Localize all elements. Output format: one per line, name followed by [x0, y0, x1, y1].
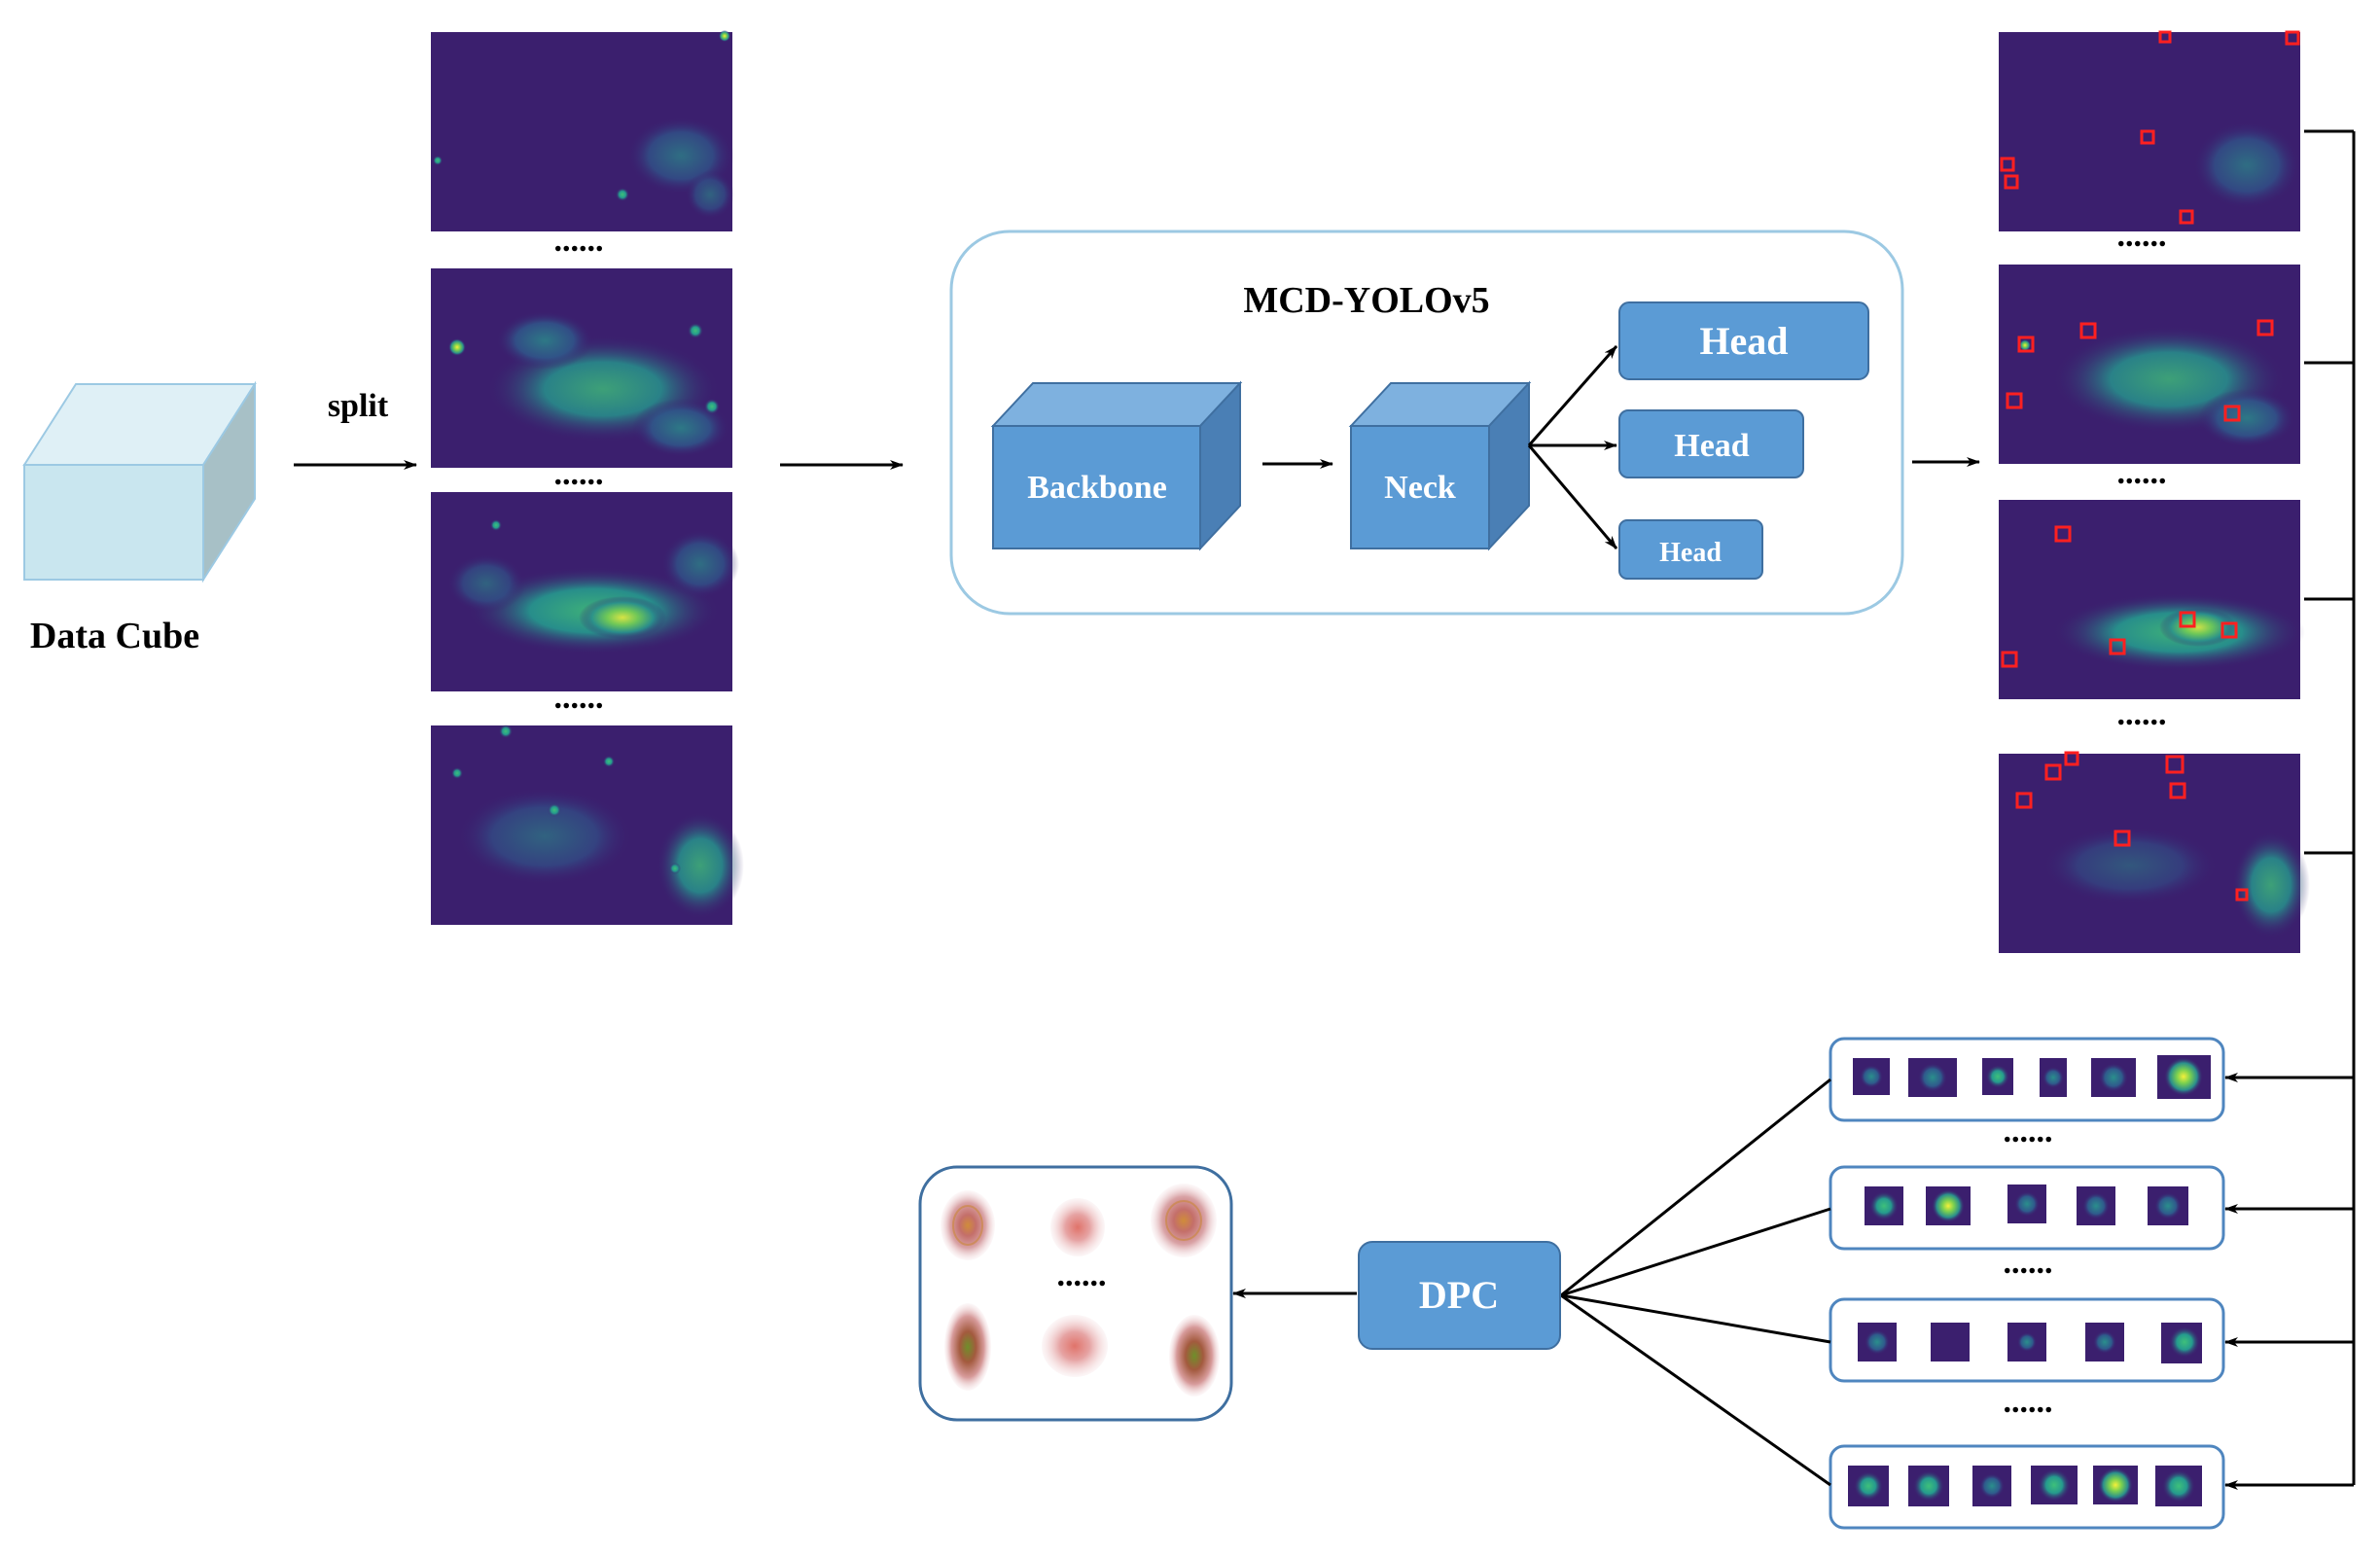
ellipsis-6: ......: [2117, 696, 2167, 732]
clump-row-1: [1829, 1037, 2225, 1122]
head-small-label: Head: [1659, 538, 1722, 568]
head-medium-label: Head: [1674, 428, 1750, 464]
ellipsis-10: ......: [1057, 1257, 1107, 1293]
ellipsis-3: ......: [554, 680, 604, 716]
dpc-block: [1358, 1241, 1561, 1350]
ellipsis-2: ......: [554, 456, 604, 492]
neck-to-head-small-arrow: [1527, 444, 1618, 549]
head-small-block: [1618, 519, 1763, 580]
ellipsis-7: ......: [2004, 1114, 2053, 1149]
neck-to-head-large-arrow: [1527, 345, 1618, 446]
ellipsis-5: ......: [2117, 455, 2167, 491]
detection-map-1: [1999, 30, 2300, 231]
backbone-block: [990, 380, 1243, 551]
detection-map-4: [1999, 751, 2310, 953]
dpc-label: DPC: [1419, 1273, 1499, 1317]
head-large-block: [1618, 301, 1869, 380]
3d-clump-contour-icon: [941, 1184, 1220, 1397]
backbone-label: Backbone: [1027, 470, 1167, 506]
head-medium-block: [1618, 409, 1804, 478]
clump-row-2: [1829, 1165, 2225, 1251]
model-title: MCD-YOLOv5: [1243, 280, 1489, 321]
detection-map-3: [1999, 500, 2305, 699]
ellipsis-1: ......: [554, 223, 604, 259]
slice-map-4: [431, 725, 744, 925]
neck-block: [1348, 380, 1532, 551]
data-cube-icon: [22, 380, 257, 584]
slice-map-2: [431, 268, 732, 468]
ellipsis-4: ......: [2117, 218, 2167, 254]
ellipsis-9: ......: [2004, 1384, 2053, 1420]
clump-row-3: [1829, 1297, 2225, 1383]
ellipsis-8: ......: [2004, 1245, 2053, 1281]
slice-map-1: [431, 30, 734, 231]
clump-row-4: [1829, 1444, 2225, 1530]
detection-map-2: [1999, 265, 2300, 464]
neck-label: Neck: [1384, 470, 1456, 506]
head-large-label: Head: [1699, 319, 1788, 363]
split-label: split: [328, 388, 389, 424]
data-cube-label: Data Cube: [30, 616, 199, 656]
detection-bracket: [2304, 129, 2356, 1485]
slice-map-3: [431, 492, 739, 691]
rows-to-dpc-lines: [1560, 1078, 1831, 1487]
